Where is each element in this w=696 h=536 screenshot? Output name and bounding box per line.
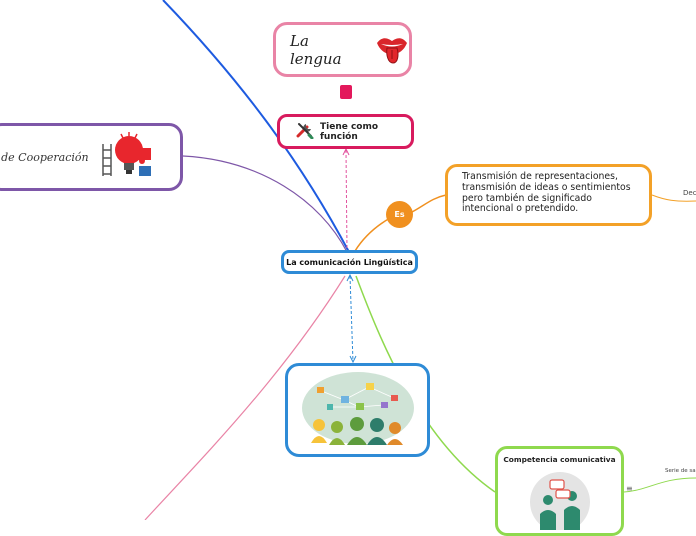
connector-dec: [651, 194, 696, 202]
node-label: Tiene como función: [320, 121, 379, 142]
node-transmision[interactable]: Transmisión de representaciones, transmi…: [445, 164, 652, 226]
lips-tongue-icon: [375, 31, 409, 69]
node-label: Transmisión de representaciones, transmi…: [462, 171, 631, 215]
connector-serie: [623, 477, 696, 493]
connector-cooperacion: [182, 155, 348, 253]
connector-image-dashed: [349, 275, 354, 363]
connector-bottom-left: [144, 275, 346, 520]
node-label: Es: [394, 210, 405, 219]
node-competencia-comunicativa[interactable]: Competencia comunicativa: [495, 446, 624, 536]
connector-center-top-left: [162, 0, 350, 253]
arrow-down-image: [349, 355, 357, 364]
node-label: o de Cooperación: [0, 150, 89, 164]
chat-people-icon: [528, 470, 592, 534]
tools-icon: [296, 121, 314, 143]
connector-funcion-dashed: [345, 149, 348, 252]
side-label-serie[interactable]: Serie de sa: [665, 468, 696, 474]
people-network-illustration: [289, 366, 427, 454]
node-label: Competencia comunicativa: [503, 455, 616, 464]
arrow-up-funcion: [342, 147, 350, 156]
node-principio-cooperacion[interactable]: o de Cooperación: [0, 123, 183, 191]
node-la-lengua[interactable]: La lengua: [273, 22, 412, 77]
arrow-up-center: [346, 273, 354, 282]
connector-handle: [340, 85, 352, 99]
node-es[interactable]: Es: [386, 201, 413, 228]
node-label: La comunicación Lingüística: [286, 257, 413, 267]
node-label: La lengua: [290, 31, 342, 68]
node-image[interactable]: [285, 363, 430, 457]
connector-es: [354, 217, 391, 252]
lightbulb-puzzle-icon: [99, 130, 155, 184]
connector-transmision: [411, 194, 447, 213]
node-comunicacion-linguistica[interactable]: La comunicación Lingüística: [281, 250, 418, 274]
notes-icon[interactable]: ≡: [626, 484, 633, 493]
side-label-dec[interactable]: Dec: [683, 189, 696, 197]
node-tiene-como-funcion[interactable]: Tiene como función: [277, 114, 414, 149]
